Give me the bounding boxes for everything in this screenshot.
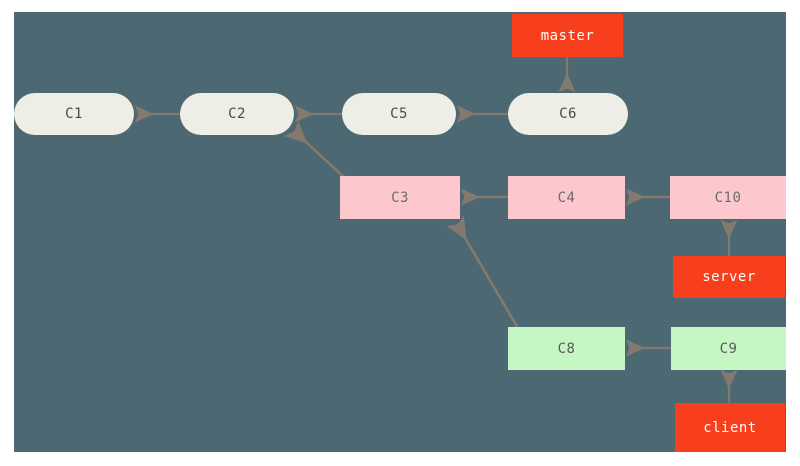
commit-node-c3[interactable]: C3 bbox=[340, 176, 460, 219]
commit-node-c2[interactable]: C2 bbox=[180, 93, 294, 135]
commit-label: C8 bbox=[557, 340, 576, 357]
branch-label-text: master bbox=[540, 27, 595, 44]
edge-c3-to-c2 bbox=[284, 121, 347, 180]
commit-label: C3 bbox=[391, 189, 409, 206]
commit-node-c1[interactable]: C1 bbox=[14, 93, 134, 135]
commit-node-c5[interactable]: C5 bbox=[342, 93, 456, 135]
commit-node-c10[interactable]: C10 bbox=[670, 176, 786, 219]
commit-label: C4 bbox=[557, 189, 576, 206]
commit-node-c6[interactable]: C6 bbox=[508, 93, 628, 135]
branch-label-client[interactable]: client bbox=[675, 403, 785, 452]
commit-label: C1 bbox=[65, 106, 83, 122]
branch-label-text: client bbox=[703, 419, 757, 436]
branch-label-master[interactable]: master bbox=[512, 14, 623, 57]
branch-label-server[interactable]: server bbox=[673, 256, 785, 298]
diagram-background bbox=[14, 12, 786, 452]
commit-label: C5 bbox=[390, 106, 408, 122]
commit-node-c4[interactable]: C4 bbox=[508, 176, 625, 219]
commit-label: C10 bbox=[714, 189, 742, 206]
commit-node-c9[interactable]: C9 bbox=[671, 327, 786, 370]
edge-c8-to-c3 bbox=[446, 215, 521, 331]
commit-label: C6 bbox=[559, 106, 577, 122]
commit-label: C2 bbox=[228, 106, 246, 122]
commit-label: C9 bbox=[719, 340, 738, 357]
branch-label-text: server bbox=[702, 269, 756, 285]
commit-node-c8[interactable]: C8 bbox=[508, 327, 625, 370]
